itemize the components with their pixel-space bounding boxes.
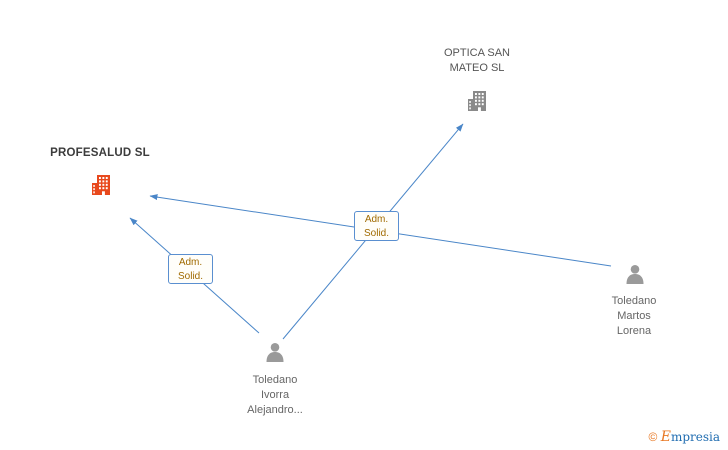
- person-icon[interactable]: [623, 263, 647, 287]
- person-label-toledano-ivorra-alejandro[interactable]: Toledano Ivorra Alejandro...: [175, 373, 375, 418]
- edge-label-adm-solid-center: Adm. Solid.: [354, 211, 399, 241]
- person-label-line: Martos: [617, 310, 651, 322]
- copyright-symbol: ©: [648, 430, 658, 444]
- building-icon[interactable]: [89, 173, 113, 197]
- person-label-toledano-martos-lorena[interactable]: Toledano Martos Lorena: [534, 294, 728, 339]
- person-label-line: Toledano: [252, 374, 298, 386]
- brand-letter: E: [660, 429, 671, 445]
- edge-label-line: Adm.: [364, 214, 389, 225]
- brand-name: mpresia: [670, 430, 720, 444]
- building-icon[interactable]: [465, 89, 489, 113]
- edge-label-adm-solid-left: Adm. Solid.: [168, 254, 213, 284]
- company-label-line: MATEO SL: [449, 62, 505, 74]
- company-label-optica-san-mateo[interactable]: OPTICA SAN MATEO SL: [377, 46, 577, 76]
- edge-label-line: Solid.: [363, 228, 389, 239]
- company-label-profesalud[interactable]: PROFESALUD SL: [0, 146, 200, 161]
- company-label-line: PROFESALUD SL: [50, 147, 150, 159]
- edge-label-line: Solid.: [177, 271, 203, 282]
- edge-label-line: Adm.: [178, 257, 203, 268]
- empresia-watermark: © Empresia: [649, 429, 720, 445]
- person-label-line: Toledano: [611, 295, 657, 307]
- company-label-line: OPTICA SAN: [443, 47, 511, 59]
- person-icon[interactable]: [263, 341, 287, 365]
- person-label-line: Alejandro...: [247, 404, 303, 416]
- person-label-line: Lorena: [616, 325, 652, 337]
- person-label-line: Ivorra: [260, 389, 290, 401]
